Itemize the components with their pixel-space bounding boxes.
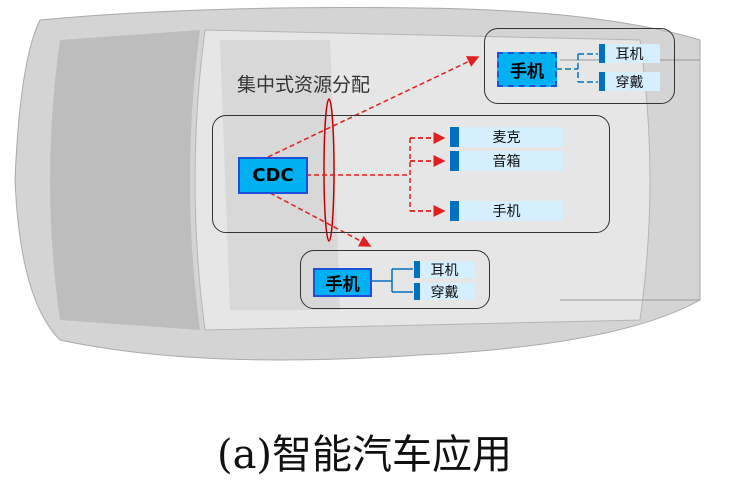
bottom-phone-box: 手机 bbox=[313, 268, 372, 297]
cdc-box: CDC bbox=[238, 157, 308, 194]
figure-caption: (a)智能汽车应用 bbox=[216, 432, 513, 478]
item-label: 穿戴 bbox=[430, 284, 459, 301]
item-marker bbox=[450, 127, 459, 147]
item-marker bbox=[599, 44, 605, 63]
item-label: 音箱 bbox=[492, 154, 521, 170]
item-label: 耳机 bbox=[430, 262, 459, 279]
bottom-earphone-item: 耳机 bbox=[414, 261, 475, 279]
top-group bbox=[484, 28, 675, 104]
centralized-resource-allocation-label: 集中式资源分配 bbox=[237, 74, 371, 96]
top-wearable-item: 穿戴 bbox=[599, 72, 660, 91]
bottom-wearable-item: 穿戴 bbox=[414, 283, 475, 301]
item-marker bbox=[599, 72, 605, 91]
top-phone-box: 手机 bbox=[497, 52, 557, 87]
item-label: 穿戴 bbox=[615, 74, 644, 91]
top-earphone-item: 耳机 bbox=[599, 44, 660, 63]
microphone-item: 麦克 bbox=[450, 127, 563, 147]
middle-group bbox=[212, 115, 610, 233]
item-label: 手机 bbox=[492, 204, 521, 220]
resource-ellipse bbox=[323, 98, 335, 242]
item-label: 麦克 bbox=[492, 130, 521, 146]
speaker-item: 音箱 bbox=[450, 151, 563, 171]
item-label: 耳机 bbox=[615, 46, 644, 63]
bottom-group bbox=[300, 250, 490, 309]
item-marker bbox=[414, 261, 420, 278]
item-marker bbox=[450, 151, 459, 171]
item-marker bbox=[414, 283, 420, 300]
item-marker bbox=[450, 201, 459, 221]
phone-item: 手机 bbox=[450, 201, 563, 221]
